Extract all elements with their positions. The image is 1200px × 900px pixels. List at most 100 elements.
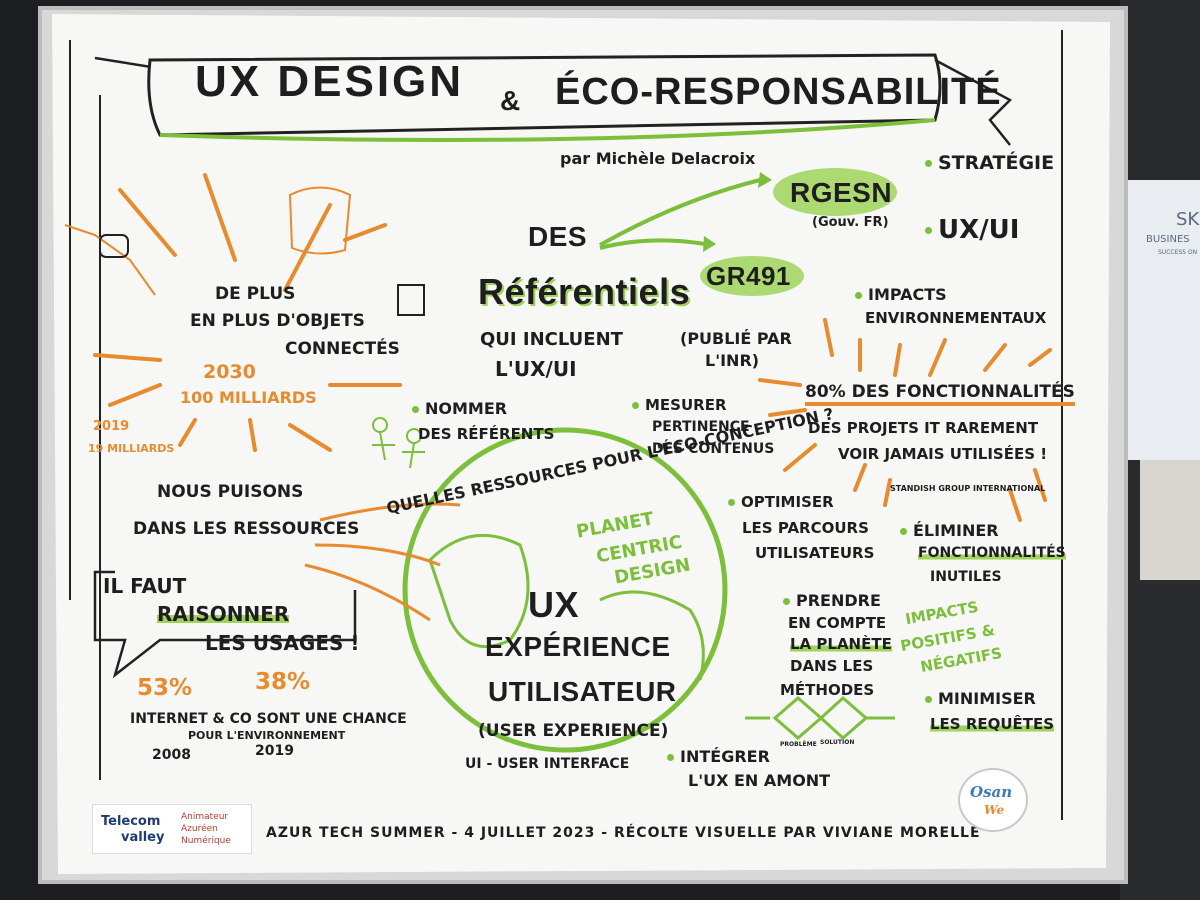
utilisateur-label: UTILISATEUR — [488, 676, 677, 707]
nommer-line1: NOMMER — [412, 400, 507, 418]
title-eco-responsabilite: ÉCO-RESPONSABILITÉ — [555, 71, 1002, 113]
arrow-gr491 — [599, 238, 706, 250]
rays-objets — [93, 173, 402, 452]
bullet-uxui: UX/UI — [925, 216, 1019, 245]
mesurer-line2: PERTINENCE — [652, 419, 750, 435]
logo-name-2: valley — [121, 830, 165, 845]
eliminer-line3: INUTILES — [930, 569, 1002, 585]
background-sign — [1128, 180, 1200, 460]
prendre-line1: PRENDRE — [783, 592, 881, 610]
logo-name-1: Telecom — [101, 814, 161, 829]
referentiels-label: Référentiels — [478, 271, 691, 312]
fonctionnalites-line1: 80% DES FONCTIONNALITÉS — [805, 383, 1075, 406]
raisonner-line2: RAISONNER — [157, 602, 290, 626]
year-2019-objets: 2019 — [93, 419, 130, 434]
prendre-line4: DANS LES — [790, 657, 874, 675]
gr491-label: GR491 — [706, 261, 791, 291]
optimiser-line1: OPTIMISER — [728, 494, 834, 511]
puisons-line1: NOUS PUISONS — [157, 482, 304, 502]
banner-shadow — [159, 118, 936, 142]
rgesn-highlight — [773, 168, 897, 216]
year-2008: 2008 — [152, 747, 191, 763]
bullet-impacts: IMPACTS — [855, 286, 947, 304]
des-label: DES — [528, 221, 588, 252]
milliards-100: 100 MILLIARDS — [180, 388, 317, 407]
arrow-gr491-head — [703, 236, 716, 252]
logo-sub-3: Numérique — [181, 836, 231, 846]
eliminer-line1: ÉLIMINER — [900, 522, 999, 540]
referentiels-uxui: L'UX/UI — [495, 357, 577, 381]
stick-figures — [372, 417, 425, 469]
title-ux-design: UX DESIGN — [195, 57, 465, 106]
integrer-line1: INTÉGRER — [667, 748, 770, 766]
bg-sign-success: SUCCESS ON — [1158, 249, 1198, 256]
speech-bubble — [93, 570, 357, 679]
minimiser-line2: LES REQUÊTES — [930, 715, 1055, 733]
gouv-label: (Gouv. FR) — [812, 215, 889, 230]
bg-sign-sk: SK — [1176, 209, 1200, 230]
puisons-line2: DANS LES RESSOURCES — [133, 519, 360, 539]
diamond-probleme: PROBLÈME — [780, 741, 817, 748]
bg-sign-business: BUSINES — [1146, 234, 1190, 245]
objets-line1: DE PLUS — [215, 284, 296, 304]
experience-label: EXPÉRIENCE — [485, 631, 671, 662]
pct-53: 53% — [137, 675, 193, 701]
milliards-19: 19 MILLIARDS — [88, 442, 175, 455]
optimiser-line3: UTILISATEURS — [755, 544, 875, 562]
arrows-puisons — [304, 502, 461, 622]
devices-sketch — [64, 186, 425, 316]
banner-right-tail — [934, 58, 1013, 146]
objets-line2: EN PLUS D'OBJETS — [190, 311, 365, 331]
arrow-rgesn — [599, 178, 761, 247]
raisonner-line3: LES USAGES ! — [205, 631, 360, 655]
bullet-strategie: STRATÉGIE — [925, 153, 1054, 174]
author: par Michèle Delacroix — [560, 149, 756, 168]
gr491-highlight — [700, 256, 804, 296]
globe-outline — [402, 427, 728, 753]
eliminer-line2: FONCTIONNALITÉS — [918, 545, 1066, 562]
pour-environnement: POUR L'ENVIRONNEMENT — [188, 729, 346, 742]
ui-label: UI - USER INTERFACE — [465, 756, 630, 772]
nommer-line2: DES RÉFÉRENTS — [418, 425, 555, 443]
logo-sub-1: Animateur — [181, 812, 229, 822]
rays-fonctionnalites — [758, 318, 1052, 522]
paper-sheet — [52, 14, 1110, 874]
prendre-line2: EN COMPTE — [788, 614, 887, 632]
globe-continent — [428, 533, 530, 649]
standish-source: STANDISH GROUP INTERNATIONAL — [890, 484, 1046, 493]
diamond-solution: SOLUTION — [820, 739, 855, 746]
pct-38: 38% — [255, 669, 311, 695]
logo-sub-2: Azuréen — [181, 824, 218, 834]
globe-continent-2 — [599, 590, 705, 681]
fonctionnalites-line2: DES PROJETS IT RAREMENT — [808, 419, 1039, 437]
double-diamond — [745, 695, 895, 741]
internet-chance: INTERNET & CO SONT UNE CHANCE — [130, 711, 407, 727]
fonctionnalites-line3: VOIR JAMAIS UTILISÉES ! — [838, 445, 1048, 463]
qui-incluent: QUI INCLUENT — [480, 329, 623, 350]
title-ampersand: & — [500, 85, 521, 116]
telecom-valley-logo: Telecom valley Animateur Azuréen Numériq… — [92, 804, 252, 854]
user-experience-label: (USER EXPERIENCE) — [478, 721, 669, 741]
prendre-line3: LA PLANÈTE — [790, 635, 892, 653]
osan-we-logo: Osan We — [958, 768, 1028, 832]
year-2030: 2030 — [203, 361, 256, 383]
background-table — [1140, 460, 1200, 580]
inr-label: L'INR) — [705, 351, 760, 370]
mesurer-line3: DES CONTENUS — [652, 441, 775, 457]
ux-label: UX — [528, 584, 580, 625]
mesurer-line1: MESURER — [632, 397, 727, 414]
prendre-line5: MÉTHODES — [780, 681, 875, 699]
publie-label: (PUBLIÉ PAR — [680, 329, 792, 348]
footer-credit: AZUR TECH SUMMER - 4 JUILLET 2023 - RÉCO… — [266, 825, 981, 841]
rgesn-label: RGESN — [790, 177, 893, 208]
osan-line1: Osan — [970, 783, 1013, 801]
minimiser-line1: MINIMISER — [925, 690, 1036, 708]
objets-line3: CONNECTÉS — [285, 339, 400, 359]
arrow-rgesn-head — [758, 172, 772, 188]
optimiser-line2: LES PARCOURS — [742, 519, 869, 537]
raisonner-line1: IL FAUT — [103, 574, 187, 598]
year-2019-stats: 2019 — [255, 743, 294, 759]
integrer-line2: L'UX EN AMONT — [688, 771, 831, 790]
